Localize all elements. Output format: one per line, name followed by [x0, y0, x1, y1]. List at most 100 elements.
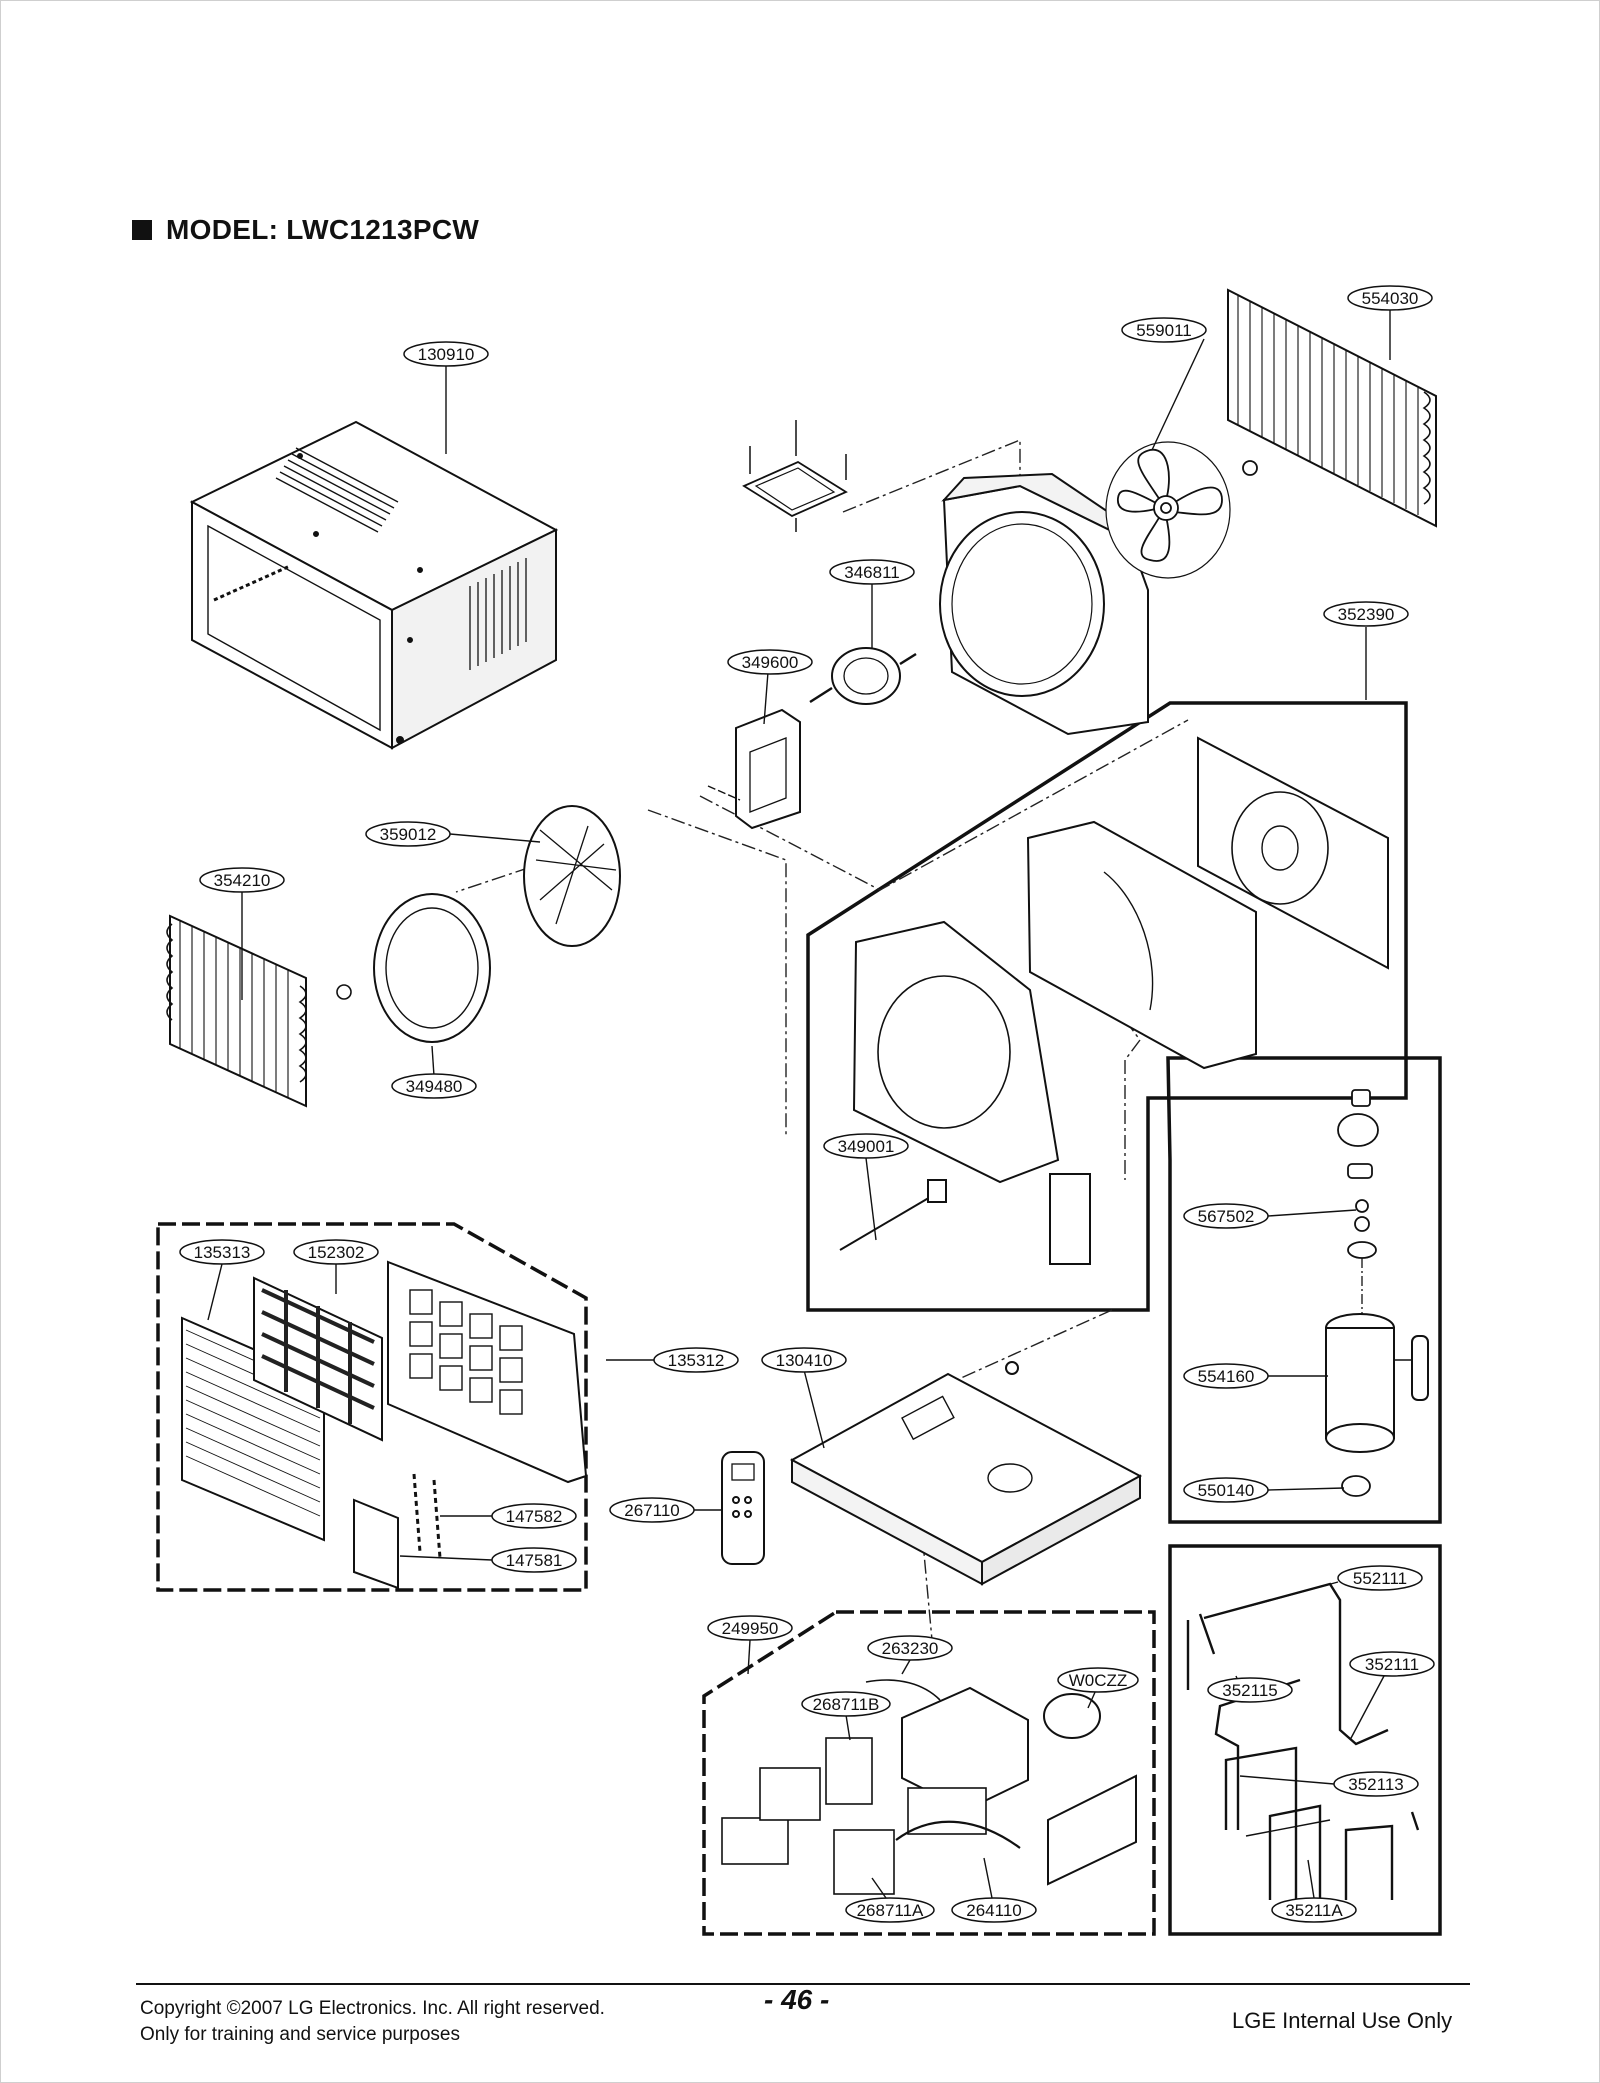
compressor-554160 — [1325, 1313, 1429, 1453]
callout-130410: 130410 — [761, 1347, 847, 1373]
title-bullet-icon — [132, 220, 152, 240]
callout-264110: 264110 — [951, 1897, 1037, 1923]
svg-text:352390: 352390 — [1338, 605, 1395, 624]
shroud — [939, 472, 1149, 736]
callout-559011: 559011 — [1121, 317, 1207, 343]
group-frames — [156, 701, 1442, 1936]
assembly-line-g — [919, 1509, 933, 1641]
svg-text:264110: 264110 — [966, 1901, 1021, 1920]
callout-349480: 349480 — [391, 1073, 477, 1099]
callout-552111: 552111 — [1337, 1565, 1423, 1591]
remote-control-267110 — [721, 1451, 765, 1565]
frame-control-box-group — [702, 1610, 1156, 1936]
motor-bracket-349600 — [707, 708, 801, 830]
frame-compressor-group — [1166, 1056, 1442, 1524]
svg-text:349600: 349600 — [742, 653, 799, 672]
callout-352115: 352115 — [1207, 1677, 1293, 1703]
top-bracket — [742, 420, 848, 532]
svg-text:554160: 554160 — [1198, 1367, 1255, 1386]
callout-349600: 349600 — [727, 649, 813, 675]
callout-567502: 567502 — [1183, 1203, 1269, 1229]
callout-263230: 263230 — [867, 1635, 953, 1661]
callout-554030: 554030 — [1347, 285, 1433, 311]
model-title: MODEL: LWC1213PCW — [132, 214, 479, 246]
svg-text:135312: 135312 — [668, 1351, 725, 1370]
svg-text:352111: 352111 — [1365, 1655, 1419, 1674]
copyright-notice: Copyright ©2007 LG Electronics. Inc. All… — [140, 1996, 605, 2048]
svg-text:352113: 352113 — [1348, 1775, 1403, 1794]
copyright-line-2: Only for training and service purposes — [140, 2024, 460, 2045]
svg-text:567502: 567502 — [1198, 1207, 1255, 1226]
callout-135313: 135313 — [179, 1239, 265, 1265]
callout-267110: 267110 — [609, 1497, 695, 1523]
callout-249950: 249950 — [707, 1615, 793, 1641]
svg-text:268711B: 268711B — [813, 1695, 880, 1714]
callout-352390: 352390 — [1323, 601, 1409, 627]
callout-349001: 349001 — [823, 1133, 909, 1159]
svg-text:349001: 349001 — [838, 1137, 895, 1156]
blower-fan-359012 — [523, 805, 621, 947]
cabinet-front-opening — [207, 524, 381, 732]
orifice-ring-349480 — [373, 893, 491, 1043]
svg-text:346811: 346811 — [844, 563, 899, 582]
louvers-147582-147581 — [353, 1473, 442, 1590]
svg-text:147581: 147581 — [506, 1551, 563, 1570]
cabinet-130910 — [189, 420, 559, 750]
exploded-parts-diagram: 554030 559011 130910 346811 352390 34960… — [156, 285, 1442, 1936]
callout-147581: 147581 — [491, 1547, 577, 1573]
svg-text:359012: 359012 — [380, 825, 437, 844]
callout-268711A: 268711A — [845, 1897, 935, 1923]
assembly-line-b — [699, 719, 1189, 891]
svg-text:130910: 130910 — [418, 345, 475, 364]
svg-text:267110: 267110 — [624, 1501, 679, 1520]
svg-text:550140: 550140 — [1198, 1481, 1255, 1500]
svg-text:268711A: 268711A — [857, 1901, 924, 1920]
footer-rule — [136, 1983, 1470, 1985]
condenser-coil-554030 — [1227, 288, 1437, 528]
frame-352390-group — [806, 701, 1408, 1312]
cabinet-top-louvers — [275, 447, 399, 533]
callout-W0CZZ: W0CZZ — [1057, 1667, 1139, 1693]
frame-piping-group — [1168, 1544, 1442, 1936]
callout-550140: 550140 — [1183, 1477, 1269, 1503]
callout-354210: 354210 — [199, 867, 285, 893]
overload-567502 — [1337, 1089, 1379, 1314]
callout-labels: 554030 559011 130910 346811 352390 34960… — [179, 285, 1435, 1923]
callout-130910: 130910 — [403, 341, 489, 367]
callout-268711B: 268711B — [801, 1691, 891, 1717]
callout-352113: 352113 — [1333, 1771, 1419, 1797]
scroll-plate — [1197, 736, 1389, 970]
frame-front-grille-group — [156, 1222, 588, 1592]
evaporator-shroud — [852, 920, 1060, 1184]
svg-text:130410: 130410 — [776, 1351, 833, 1370]
internal-use-label: LGE Internal Use Only — [1232, 2008, 1453, 2033]
assembly-line-c — [647, 809, 787, 1135]
svg-text:354210: 354210 — [214, 871, 271, 890]
air-filter-152302 — [253, 1276, 383, 1442]
fan-motor-346811 — [809, 647, 917, 705]
base-pan-130410 — [789, 1361, 1143, 1586]
assembly-line-f — [867, 1309, 1113, 1421]
control-box-249950 — [721, 1679, 1137, 1895]
copyright-line-1: Copyright ©2007 LG Electronics. Inc. All… — [140, 1998, 605, 2019]
callout-346811: 346811 — [829, 559, 915, 585]
page-number: - 46 - — [764, 1984, 830, 2015]
svg-text:249950: 249950 — [722, 1619, 779, 1638]
callout-352111: 352111 — [1349, 1651, 1435, 1677]
callout-147582: 147582 — [491, 1503, 577, 1529]
callout-554160: 554160 — [1183, 1363, 1269, 1389]
front-panel-135312 — [387, 1260, 588, 1484]
svg-text:147582: 147582 — [506, 1507, 563, 1526]
svg-text:554030: 554030 — [1362, 289, 1419, 308]
svg-text:35211A: 35211A — [1285, 1901, 1343, 1920]
drain-part-349001 — [839, 1173, 1091, 1265]
evaporator-coil-354210 — [166, 914, 352, 1108]
shroud-ring — [939, 511, 1105, 697]
cabinet-side-louvers — [469, 558, 527, 670]
callout-152302: 152302 — [293, 1239, 379, 1265]
callout-135312: 135312 — [653, 1347, 739, 1373]
model-title-text: MODEL: LWC1213PCW — [166, 214, 480, 245]
blower-housing — [1026, 820, 1257, 1070]
grommet-550140 — [1341, 1475, 1371, 1497]
svg-text:263230: 263230 — [882, 1639, 939, 1658]
